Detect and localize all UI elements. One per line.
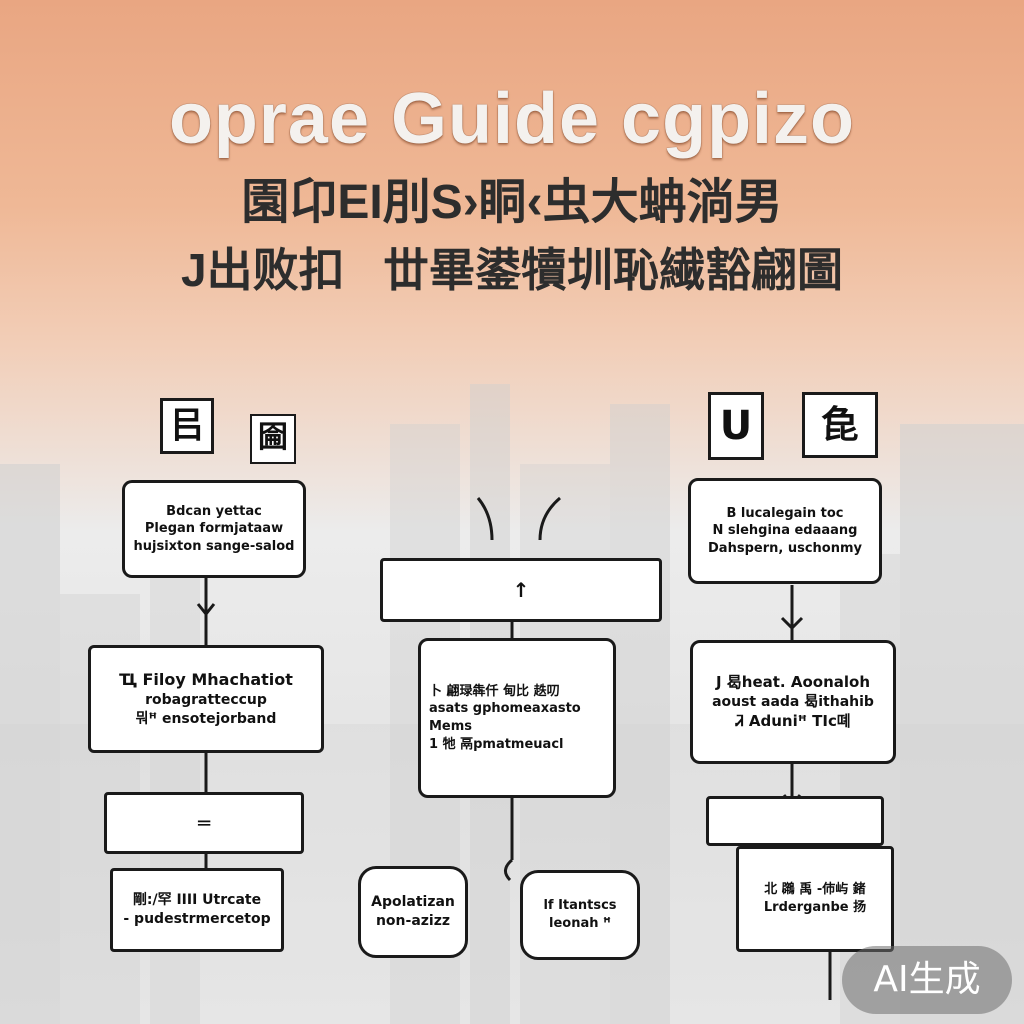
grid-icon: 圇 <box>250 414 296 464</box>
col1-step2-line1: Ҵ Filoy Mhachatiot <box>119 669 293 691</box>
col3-step3-line2: Lrderganbe 扬 <box>764 899 866 917</box>
col2-header-tray: ↑ <box>380 558 662 622</box>
col1-tray-shape: ═ <box>104 792 304 854</box>
col2-step2-line1: Apolatizan <box>371 893 455 912</box>
col3-step1-box: B lucalegain toc N slehgina edaaang Dahs… <box>688 478 882 584</box>
document-icon: 㠯 <box>160 398 214 454</box>
col3-step2-box: J​ 曷heat. Aoonaloh aoust aada 曷ithahib Ꮨ… <box>690 640 896 764</box>
col1-tray-mark: ═ <box>198 810 210 837</box>
col3-step1-line3: Dahspern, uschonmy <box>708 540 862 558</box>
col2-step1-line3: Mems <box>429 718 472 736</box>
col2-step1-line4: 1 牠 鬲pmatmeuacl <box>429 736 564 754</box>
col2-step1-line1: 卜 翩琭犇仟 甸比 趃叨 <box>429 683 560 701</box>
col3-step2-line1: J​ 曷heat. Aoonaloh <box>716 672 870 692</box>
col2-step2-box: Apolatizan non-azizz <box>358 866 468 958</box>
col2-step1-line2: asats gphomeaxasto <box>429 700 581 718</box>
col2-step3-line1: lf Itantscs <box>543 897 616 915</box>
col1-step3-line2: - pudestrmercetop <box>123 910 270 929</box>
col1-step1-line1: Bdcan yettac <box>166 503 262 521</box>
col3-step3-box: 北 鸊 禹 -伂屿 鍺 Lrderganbe 扬 <box>736 846 894 952</box>
col1-step1-box: Bdcan yettac Plegan formjataaw hujsixton… <box>122 480 306 578</box>
col1-step3-box: 剛:/罕 IIII Utrcate - pudestrmercetop <box>110 868 284 952</box>
col2-step1-box: 卜 翩琭犇仟 甸比 趃叨 asats gphomeaxasto Mems 1 牠… <box>418 638 616 798</box>
qr-code-icon: 㲋 <box>802 392 878 458</box>
col1-step2-line3: 뭐ꟸ ensotejorband <box>136 710 277 729</box>
col1-step2-box: Ҵ Filoy Mhachatiot robagratteccup 뭐ꟸ ens… <box>88 645 324 753</box>
col1-step3-line1: 剛:/罕 IIII Utrcate <box>133 891 261 910</box>
col2-step3-box: lf Itantscs leonah ꟸ <box>520 870 640 960</box>
col3-step2-line3: Ꮨ Aduniꟸ TIc뗴 <box>735 711 850 731</box>
col3-tray-shape <box>706 796 884 846</box>
col3-step2-line2: aoust aada 曷ithahib <box>712 693 874 712</box>
col2-step2-line2: non-azizz <box>376 912 450 931</box>
col1-step2-line2: robagratteccup <box>145 691 267 710</box>
col1-step1-line2: Plegan formjataaw <box>145 520 283 538</box>
col3-step1-line2: N slehgina edaaang <box>713 522 858 540</box>
col3-step3-line1: 北 鸊 禹 -伂屿 鍺 <box>764 881 866 899</box>
u-shape-icon: U <box>708 392 764 460</box>
ai-generated-badge: AI生成 <box>842 946 1012 1014</box>
col2-tray-arrow: ↑ <box>513 577 530 604</box>
col1-step1-line3: hujsixton sange-salod <box>134 538 295 556</box>
col2-step3-line2: leonah ꟸ <box>549 915 611 933</box>
col3-step1-line1: B lucalegain toc <box>726 505 843 523</box>
